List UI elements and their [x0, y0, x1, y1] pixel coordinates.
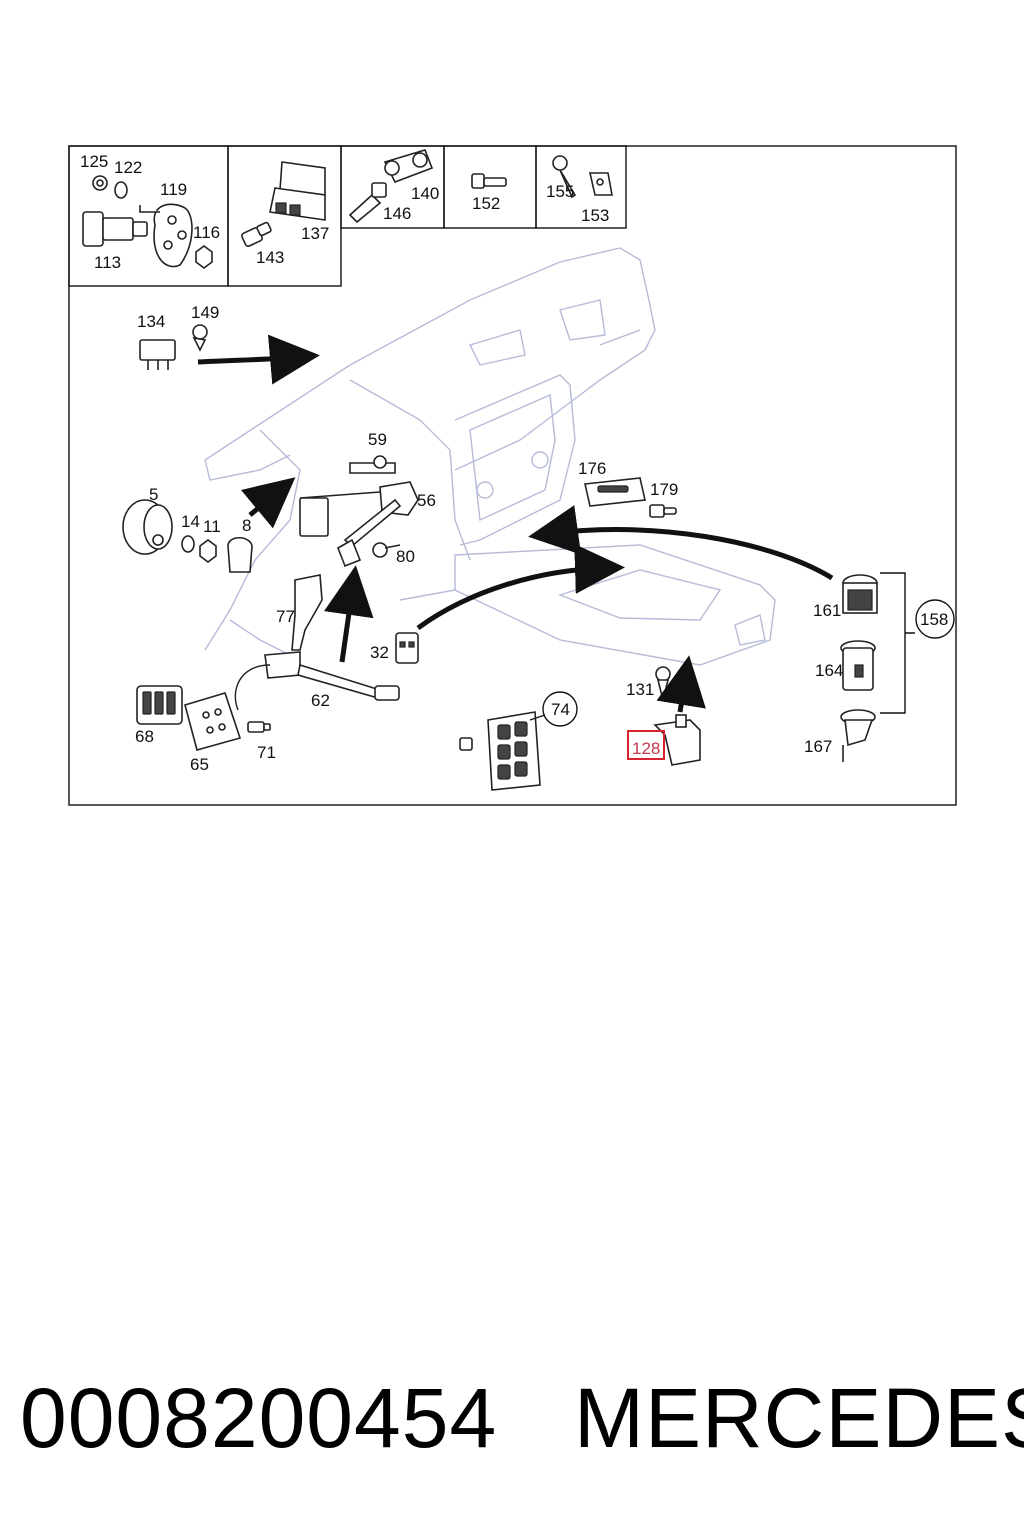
inset-box-4 [443, 145, 537, 229]
part-74-relay-box [459, 711, 541, 791]
part-149-screw [192, 324, 208, 352]
callout-146: 146 [383, 204, 411, 223]
part-5-ignition [122, 499, 173, 555]
callout-153: 153 [581, 206, 609, 225]
callout-131: 131 [626, 680, 654, 699]
part-113-switch [82, 211, 148, 247]
part-161-lighter-insert [842, 574, 878, 614]
arrow-128 [656, 655, 706, 713]
callout-140: 140 [411, 184, 439, 203]
part-152-bulb [471, 173, 507, 189]
callout-32: 32 [370, 643, 389, 662]
part-14-washer [181, 535, 195, 553]
callout-116: 116 [193, 223, 220, 242]
callout-137: 137 [301, 224, 329, 243]
callout-5: 5 [149, 485, 158, 504]
part-146-bulb [348, 182, 387, 224]
part-32-connector [395, 632, 419, 664]
part-number: 0008200454 [20, 1371, 498, 1465]
parts-diagram: 125 122 119 116 113 137 143 140 146 152 … [68, 145, 957, 806]
callout-134: 134 [137, 312, 165, 331]
part-65-connector-block [184, 692, 242, 751]
callout-77: 77 [276, 607, 295, 626]
part-56-combination-switch [299, 481, 419, 568]
callout-59: 59 [368, 430, 387, 449]
callout-125: 125 [80, 152, 108, 171]
callout-56: 56 [417, 491, 436, 510]
part-179-bulb [649, 504, 677, 518]
part-62-switch-lever [234, 651, 400, 711]
callout-122: 122 [114, 158, 142, 177]
part-71-bulb [247, 721, 271, 733]
callout-158: 158 [920, 610, 948, 629]
part-8-knob [227, 536, 253, 573]
callout-65: 65 [190, 755, 209, 774]
part-119-plate [139, 203, 193, 268]
callout-circle-74 [542, 691, 578, 727]
part-59-harness [349, 455, 396, 474]
part-137-relay [269, 161, 326, 221]
part-155-screw [552, 155, 577, 199]
highlight-box-128 [627, 730, 665, 760]
callout-62: 62 [311, 691, 330, 710]
part-164-lighter-socket [840, 640, 876, 691]
arrow-134 [197, 334, 320, 385]
part-140-holder [383, 149, 434, 184]
callout-113: 113 [94, 253, 121, 272]
part-80-screw [372, 542, 401, 558]
callout-11: 11 [203, 517, 221, 536]
callout-8: 8 [242, 516, 251, 535]
brand-name: MERCEDES [574, 1371, 1024, 1465]
dashboard-outline [204, 247, 776, 666]
part-153-clip [588, 172, 613, 196]
callout-155: 155 [546, 182, 574, 201]
part-128-spring-clip [653, 714, 701, 766]
callout-71: 71 [257, 743, 276, 762]
part-167-lamp-holder [840, 709, 876, 762]
part-143-bulb [241, 221, 272, 247]
inset-box-5 [535, 145, 627, 229]
callout-164: 164 [815, 661, 843, 680]
bracket-158 [880, 572, 915, 714]
part-116-nut [195, 245, 213, 269]
arrow-62 [324, 565, 374, 663]
part-176-switch [584, 477, 646, 507]
callout-74: 74 [551, 700, 570, 719]
arrow-32 [416, 543, 625, 631]
part-122-washer [114, 181, 128, 199]
callout-161: 161 [813, 601, 841, 620]
part-68-switch-panel [136, 685, 183, 725]
callout-143: 143 [256, 248, 284, 267]
callout-14: 14 [181, 512, 200, 531]
callout-circle-158 [915, 599, 955, 639]
callout-176: 176 [578, 459, 606, 478]
part-125-nut [92, 175, 108, 191]
part-11-nut [199, 539, 217, 563]
callout-179: 179 [650, 480, 678, 499]
callout-80: 80 [396, 547, 415, 566]
callout-128: 128 [632, 739, 660, 758]
part-134-microswitch [139, 339, 176, 370]
part-131-screw [655, 666, 671, 701]
callout-152: 152 [472, 194, 500, 213]
part-77-bracket [291, 574, 323, 651]
arrow-158 [528, 505, 834, 581]
callout-149: 149 [191, 303, 219, 322]
callout-68: 68 [135, 727, 154, 746]
callout-119: 119 [160, 180, 187, 199]
arrow-8 [240, 477, 296, 529]
callout-167: 167 [804, 737, 832, 756]
